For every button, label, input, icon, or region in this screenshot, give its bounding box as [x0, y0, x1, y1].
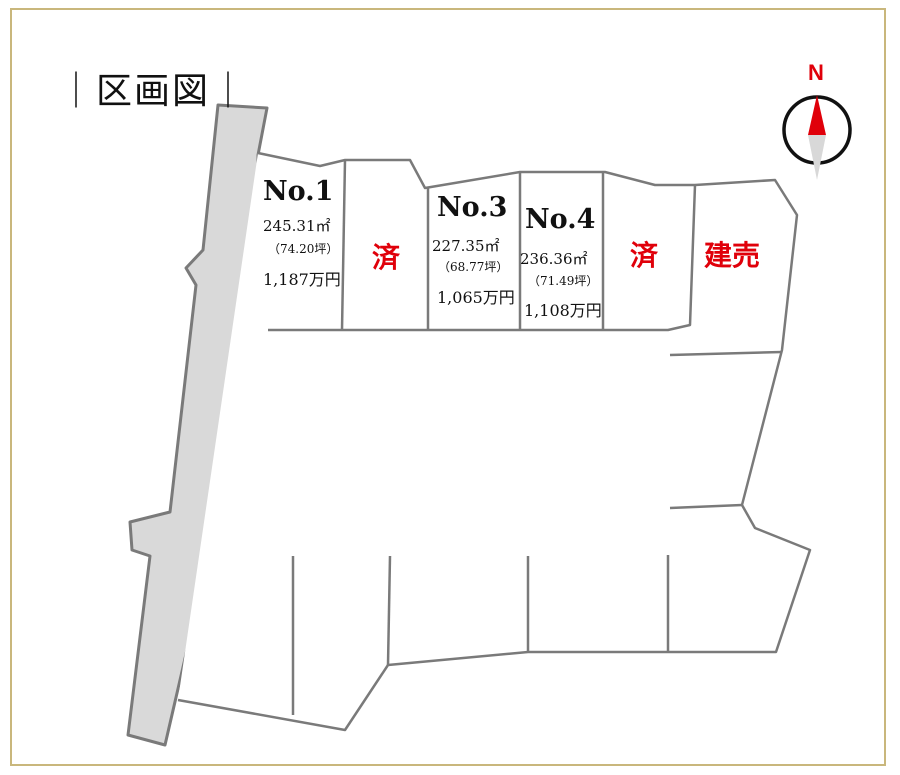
lot-4-number: No.4: [525, 204, 596, 235]
lot-divider: [386, 555, 392, 666]
lot-1-number: No.1: [263, 176, 334, 207]
lot-4-tsubo: （71.49坪）: [528, 274, 599, 288]
lot-divider: [669, 503, 743, 510]
lot-divider: [669, 350, 783, 357]
lot-2-sold-mark: 済: [372, 241, 401, 274]
lot-3-tsubo: （68.77坪）: [438, 260, 509, 274]
lot-3-area: 227.35㎡: [432, 237, 500, 255]
lot-3-number: No.3: [437, 192, 508, 223]
lot-4-area: 236.36㎡: [520, 250, 588, 268]
lot-1-area: 245.31㎡: [263, 217, 331, 235]
lot-6-built-for-sale-mark: 建売: [704, 239, 761, 272]
lot-divider: [340, 159, 347, 331]
compass-north-label: N: [808, 60, 824, 85]
lot-1-tsubo: （74.20坪）: [268, 242, 339, 256]
lot-3-price: 1,065万円: [437, 288, 515, 307]
lot-4-price: 1,108万円: [524, 301, 602, 320]
lot-1-price: 1,187万円: [263, 270, 341, 289]
page-title: ｜区画図｜: [58, 71, 249, 112]
top-lots-bottom: [268, 184, 697, 332]
lot-5-sold-mark: 済: [630, 239, 659, 272]
frame-border: [10, 8, 886, 766]
top-lots-boundary: [177, 151, 812, 732]
north-compass-icon: [782, 95, 852, 180]
